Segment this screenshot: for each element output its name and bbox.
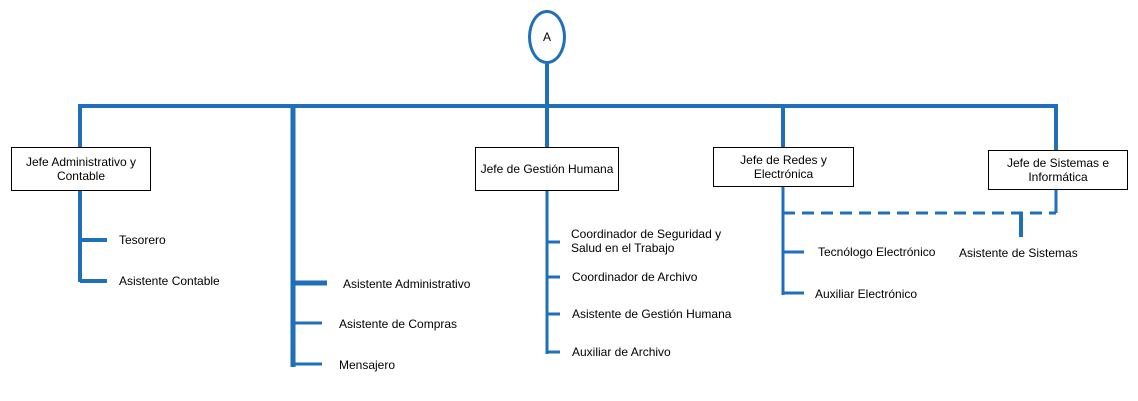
box-jefe-gestion-humana-label: Jefe de Gestión Humana [480, 162, 614, 176]
box-jefe-redes-label: Jefe de Redes y Electrónica [740, 153, 827, 181]
connector-label: A [542, 30, 551, 44]
staff-asistente-administrativo: Asistente Administrativo [343, 277, 471, 291]
box-jefe-administrativo-label: Jefe Administrativo y Contable [25, 155, 137, 183]
box-jefe-sistemas: Jefe de Sistemas e Informática [988, 150, 1128, 190]
staff-auxiliar-electronico: Auxiliar Electrónico [815, 287, 918, 301]
box-jefe-administrativo: Jefe Administrativo y Contable [11, 147, 151, 191]
staff-coordinador-seguridad: Coordinador de Seguridad y Salud en el T… [571, 227, 722, 255]
staff-auxiliar-archivo: Auxiliar de Archivo [572, 345, 671, 359]
staff-asistente-sistemas: Asistente de Sistemas [959, 246, 1078, 260]
staff-tesorero: Tesorero [119, 233, 166, 247]
staff-tecnologo-electronico: Tecnólogo Electrónico [818, 245, 936, 259]
staff-coordinador-archivo: Coordinador de Archivo [572, 270, 698, 284]
box-jefe-sistemas-label: Jefe de Sistemas e Informática [1006, 156, 1110, 184]
connector-node: A [528, 10, 566, 64]
staff-asistente-compras: Asistente de Compras [339, 317, 458, 331]
staff-mensajero: Mensajero [339, 358, 396, 372]
box-jefe-redes: Jefe de Redes y Electrónica [713, 147, 854, 187]
box-jefe-gestion-humana: Jefe de Gestión Humana [475, 147, 619, 191]
staff-asistente-contable: Asistente Contable [119, 274, 220, 288]
staff-asistente-gestion-humana: Asistente de Gestión Humana [572, 307, 732, 321]
